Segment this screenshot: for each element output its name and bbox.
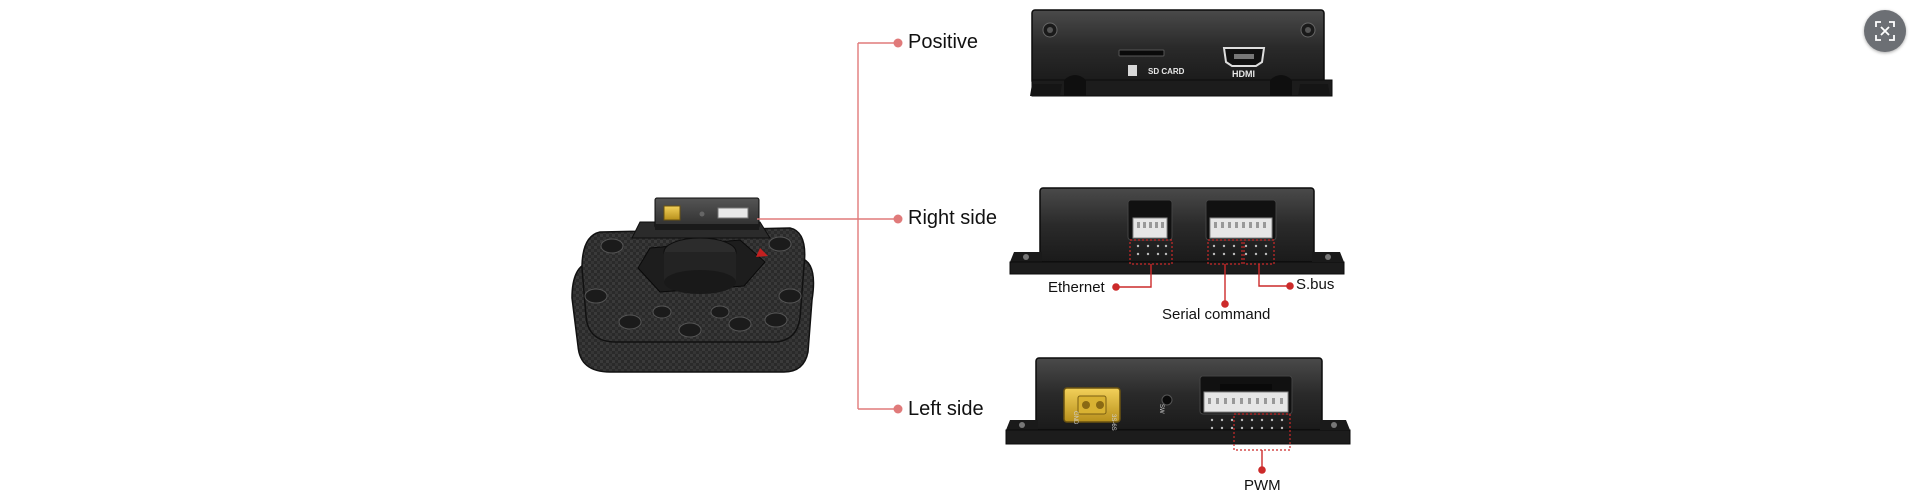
ethernet-port-label: Ethernet — [1048, 279, 1105, 296]
gimbal-assembly-image — [571, 197, 815, 373]
sbus-port-label: S.bus — [1296, 276, 1335, 293]
pwm-port-label: PWM — [1244, 477, 1281, 494]
leader-lines — [757, 42, 898, 410]
device-left-side-view — [1005, 357, 1351, 474]
positive-view-label: Positive — [908, 31, 979, 53]
close-button[interactable] — [1864, 10, 1906, 52]
sd-card-port-label: SD CARD — [1148, 67, 1185, 76]
voltage-range-label: 3S-6S — [1110, 414, 1116, 431]
hdmi-port-label: HDMI — [1232, 69, 1255, 79]
serial-command-port-label: Serial command — [1162, 306, 1271, 323]
device-right-side-view — [1009, 187, 1345, 308]
close-x-icon — [1875, 21, 1895, 41]
sw-button-label: SW — [1158, 404, 1164, 414]
gnd-pin-label: GND — [1072, 411, 1078, 425]
device-positive-view — [1030, 9, 1333, 97]
left-side-view-label: Left side — [908, 398, 984, 420]
leader-dots — [893, 38, 903, 414]
right-side-view-label: Right side — [908, 207, 997, 229]
